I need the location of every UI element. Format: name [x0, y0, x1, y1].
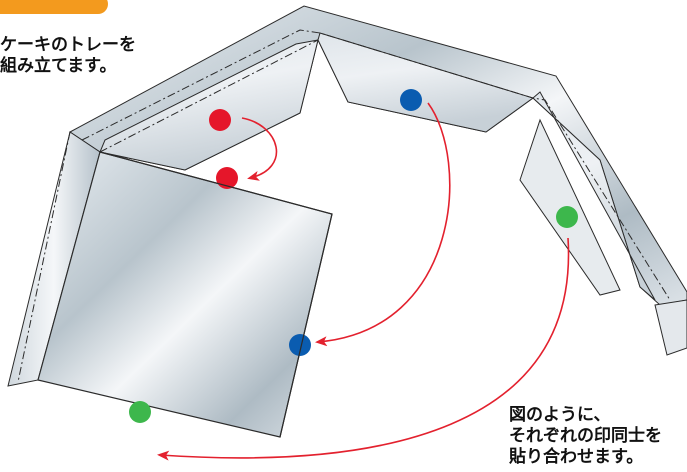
- instruction-bottom-line-2: それぞれの印同士を: [509, 426, 662, 446]
- green-mark-source: [556, 206, 578, 228]
- tray-wall-right: [532, 91, 656, 301]
- arrow-blue-to-blue: [315, 102, 451, 347]
- blue-mark-target: [289, 334, 311, 356]
- instruction-bottom-line-3: 貼り合わせます。: [509, 447, 644, 467]
- instruction-top-line-2: 組み立てます。: [0, 56, 117, 76]
- fold-lines: [17, 29, 671, 383]
- section-tab: [0, 0, 108, 14]
- green-mark-target: [129, 401, 151, 423]
- tray-wall-center: [317, 32, 535, 133]
- red-mark-source: [209, 109, 231, 131]
- instruction-top-line-1: ケーキのトレーを: [0, 35, 136, 55]
- blue-mark-source: [400, 89, 422, 111]
- connection-arrows: [157, 102, 570, 461]
- alignment-marks: [129, 89, 578, 423]
- arrow-green-to-green: [157, 237, 570, 461]
- instruction-bottom: 図のように、 それぞれの印同士を 貼り合わせます。: [509, 405, 687, 468]
- arrow-red-to-red: [241, 117, 278, 181]
- instruction-top: ケーキのトレーを 組み立てます。: [0, 35, 136, 77]
- tray-base-panel-edge: [99, 151, 333, 438]
- red-mark-target: [216, 167, 238, 189]
- instruction-bottom-line-1: 図のように、: [509, 405, 611, 425]
- tray-end-tab: [654, 299, 687, 356]
